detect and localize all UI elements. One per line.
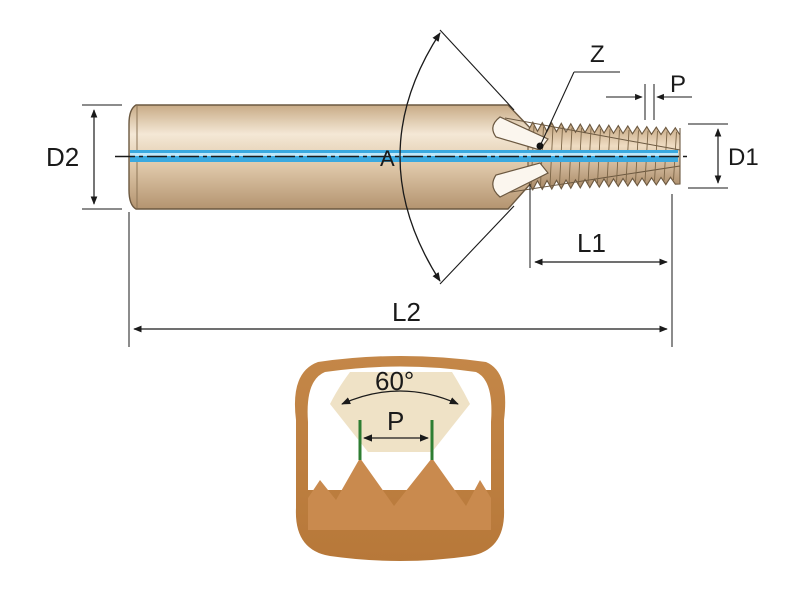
flute-slots <box>492 116 549 198</box>
label-a: A <box>380 146 395 171</box>
label-p-bottom: P <box>387 406 404 436</box>
dimension-p-top <box>606 84 692 120</box>
label-p-top: P <box>670 71 686 98</box>
label-l2: L2 <box>392 297 421 327</box>
coolant-channel <box>115 150 688 162</box>
z-point-marker <box>536 71 620 150</box>
label-l1: L1 <box>577 228 606 258</box>
dimension-l1 <box>529 184 673 268</box>
label-z: Z <box>590 41 605 68</box>
thread-profile-inset <box>294 356 506 561</box>
thread-teeth-shape <box>308 458 491 530</box>
label-angle-60: 60° <box>375 366 414 396</box>
label-d2: D2 <box>46 142 79 172</box>
dimension-d1 <box>688 123 728 189</box>
angle-a-arc <box>399 29 515 285</box>
label-d1: D1 <box>728 144 759 171</box>
dimension-l2 <box>128 212 673 347</box>
dimension-d2 <box>82 104 122 210</box>
